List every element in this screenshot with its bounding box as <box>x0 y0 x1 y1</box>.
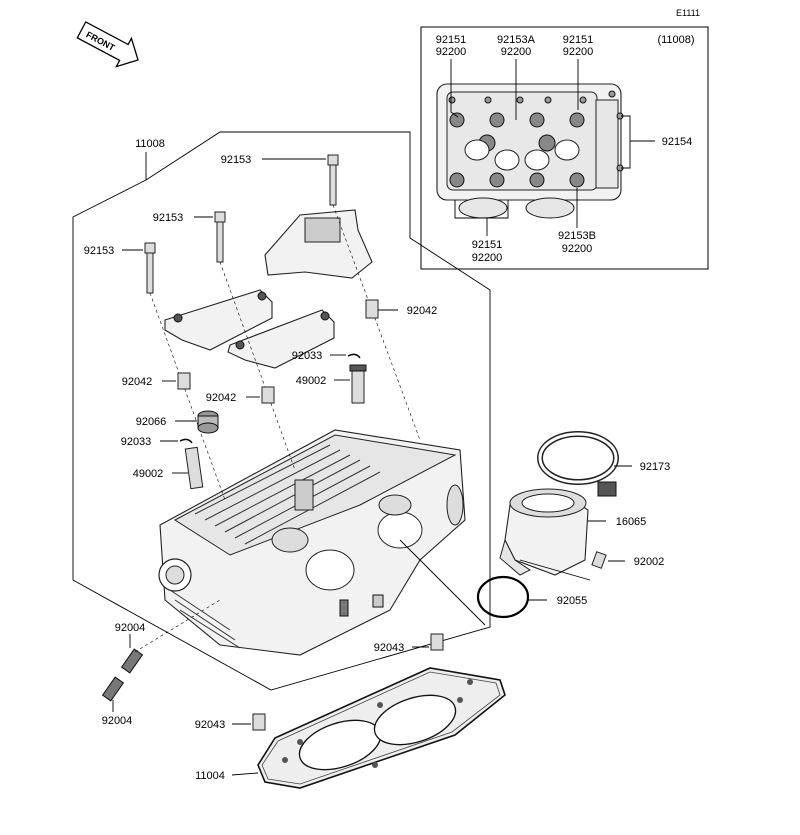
label-92153-c: 92153 <box>84 245 115 257</box>
inset-box: (11008) 92151 92200 92153A 92200 92151 9… <box>420 26 709 270</box>
head-assembly-outline <box>72 131 491 691</box>
label-92066: 92066 <box>136 416 167 428</box>
label-16065: 16065 <box>616 516 647 528</box>
bolt-92153-c <box>144 242 156 294</box>
stud-92004-b <box>101 676 125 702</box>
label-11004: 11004 <box>195 770 225 782</box>
dowel-92042-a <box>365 299 379 319</box>
oring-92055 <box>476 575 530 619</box>
cylinder-head <box>158 429 466 656</box>
label-92033-b: 92033 <box>121 436 152 448</box>
inset-bottom-label-1b: 92200 <box>472 252 503 264</box>
label-92033-a: 92033 <box>292 350 323 362</box>
bolt-92002 <box>591 551 607 569</box>
label-92153-a: 92153 <box>221 154 252 166</box>
inset-head-drawing <box>436 83 624 219</box>
cam-cap-top <box>264 209 373 279</box>
inset-bottom-label-2b: 92200 <box>562 243 593 255</box>
dowel-92043-b <box>252 713 266 731</box>
inset-top-label-3b: 92200 <box>563 46 594 58</box>
inset-bottom-label-2a: 92153B <box>558 230 596 242</box>
clip-92033-b <box>179 438 193 444</box>
inset-right-label: 92154 <box>662 136 693 148</box>
label-92042-b: 92042 <box>122 376 153 388</box>
dowel-92043-a <box>430 633 444 651</box>
diagram-code: E1111 <box>676 8 700 18</box>
inset-bottom-label-1a: 92151 <box>472 239 503 251</box>
label-92042-c: 92042 <box>206 392 237 404</box>
label-92153-b: 92153 <box>153 212 184 224</box>
head-gasket-11004 <box>257 667 506 789</box>
label-11008: 11008 <box>135 138 165 150</box>
intake-holder-16065 <box>499 488 589 576</box>
plug-49002-b <box>184 446 204 490</box>
label-92004-b: 92004 <box>102 715 133 727</box>
label-92042-a: 92042 <box>407 305 438 317</box>
cam-cap-left <box>164 289 273 351</box>
label-92043-a: 92043 <box>374 642 405 654</box>
inset-top-label-1a: 92151 <box>436 34 467 46</box>
bolt-92153-a <box>327 154 339 206</box>
dowel-92042-b <box>177 372 191 390</box>
label-92173: 92173 <box>640 461 671 473</box>
dowel-92042-c <box>261 386 275 404</box>
plug-49002-a <box>349 364 367 404</box>
label-92004-a: 92004 <box>115 622 146 634</box>
bolt-92153-b <box>214 211 226 263</box>
label-49002-a: 49002 <box>296 375 327 387</box>
stud-92004-a <box>120 648 144 674</box>
clip-92033-a <box>347 353 361 359</box>
inset-top-label-2b: 92200 <box>501 46 532 58</box>
inset-top-label-2a: 92153A <box>497 34 536 46</box>
inset-top-label-3a: 92151 <box>563 34 594 46</box>
cap-92066 <box>197 410 219 434</box>
inset-top-label-1b: 92200 <box>436 46 467 58</box>
front-arrow-icon: FRONT <box>76 21 139 68</box>
label-92002: 92002 <box>634 556 665 568</box>
label-92055: 92055 <box>557 595 588 607</box>
inset-ref: (11008) <box>657 34 694 46</box>
label-49002-b: 49002 <box>133 468 164 480</box>
clamp-92173 <box>537 431 619 497</box>
cam-cap-right <box>227 309 335 369</box>
label-92043-b: 92043 <box>195 719 226 731</box>
